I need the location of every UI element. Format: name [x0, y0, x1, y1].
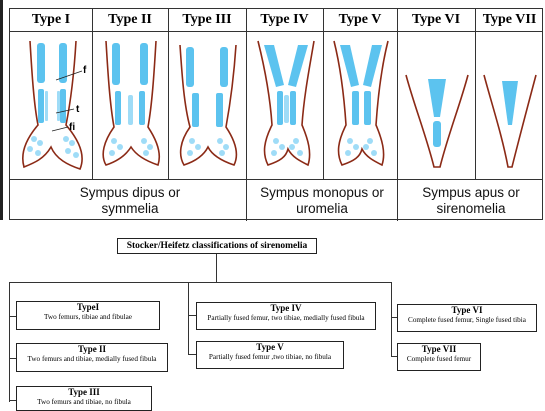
connector: [216, 254, 217, 282]
connector: [188, 354, 196, 355]
connector: [9, 282, 391, 283]
caption-sympus-apus: Sympus apus or sirenomelia: [402, 185, 540, 217]
fibula-label: fi: [69, 122, 75, 133]
type-iv-illustration: [250, 35, 322, 175]
type-v-illustration: [326, 35, 396, 175]
connector: [188, 315, 196, 316]
node-type-iii: Type III Two femurs and tibiae, no fibul…: [16, 386, 152, 411]
type-iii-illustration: [172, 35, 244, 175]
divider: [323, 9, 324, 179]
classification-root: Stocker/Heifetz classifications of siren…: [117, 238, 317, 254]
type-vi-illustration: [400, 35, 474, 175]
node-title: Type IV: [197, 303, 375, 314]
divider: [168, 9, 169, 179]
type-header: Type V: [323, 9, 397, 31]
node-description: Complete fused femur, Single fused tibia: [398, 316, 536, 325]
node-type-ii: Type II Two femurs and tibiae, medially …: [16, 343, 168, 372]
node-type-vii: Type VII Complete fused femur: [397, 343, 481, 371]
connector: [391, 282, 392, 356]
caption-sympus-dipus: Sympus dipus or symmelia: [50, 185, 210, 217]
type-ii-illustration: [96, 35, 166, 175]
node-title: Type II: [17, 344, 167, 355]
node-title: Type VI: [398, 305, 536, 316]
type-header: Type VII: [475, 9, 544, 31]
type-header: Type III: [168, 9, 246, 31]
connector: [9, 316, 16, 317]
node-title: TypeI: [17, 302, 159, 313]
type-i-illustration: f t fi: [16, 35, 90, 175]
type-header: Type VI: [397, 9, 475, 31]
type-vii-illustration: [478, 35, 542, 175]
node-type-i: TypeI Two femurs, tibiae and fibulae: [16, 301, 160, 330]
caption-sympus-monopus: Sympus monopus or uromelia: [250, 185, 394, 217]
node-description: Partially fused femur, two tibiae, media…: [197, 314, 375, 323]
sirenomelia-types-figure: Type I Type II Type III Type IV Type V T…: [9, 8, 543, 220]
type-header: Type I: [10, 9, 92, 31]
divider: [246, 9, 247, 221]
left-edge-bar: [0, 0, 3, 220]
header-rule: [10, 31, 542, 32]
connector: [188, 282, 189, 354]
divider: [397, 9, 398, 221]
caption-rule: [10, 179, 542, 180]
root-label: Stocker/Heifetz classifications of siren…: [118, 239, 316, 253]
type-header: Type IV: [246, 9, 323, 31]
connector: [9, 282, 10, 402]
node-description: Partially fused femur ,two tibiae, no fi…: [197, 353, 343, 362]
node-description: Two femurs and tibiae, medially fused fi…: [17, 355, 167, 364]
node-description: Two femurs, tibiae and fibulae: [17, 313, 159, 322]
node-title: Type III: [17, 387, 151, 398]
connector: [9, 400, 16, 401]
tibia-label: t: [76, 104, 80, 115]
connector: [9, 358, 16, 359]
node-type-iv: Type IV Partially fused femur, two tibia…: [196, 302, 376, 330]
node-type-v: Type V Partially fused femur ,two tibiae…: [196, 341, 344, 369]
node-title: Type VII: [398, 344, 480, 355]
node-type-vi: Type VI Complete fused femur, Single fus…: [397, 304, 537, 332]
node-description: Two femurs and tibiae, no fibula: [17, 398, 151, 407]
divider: [92, 9, 93, 179]
node-description: Complete fused femur: [398, 355, 480, 364]
femur-label: f: [83, 65, 87, 76]
type-header: Type II: [92, 9, 168, 31]
node-title: Type V: [197, 342, 343, 353]
divider: [475, 9, 476, 179]
